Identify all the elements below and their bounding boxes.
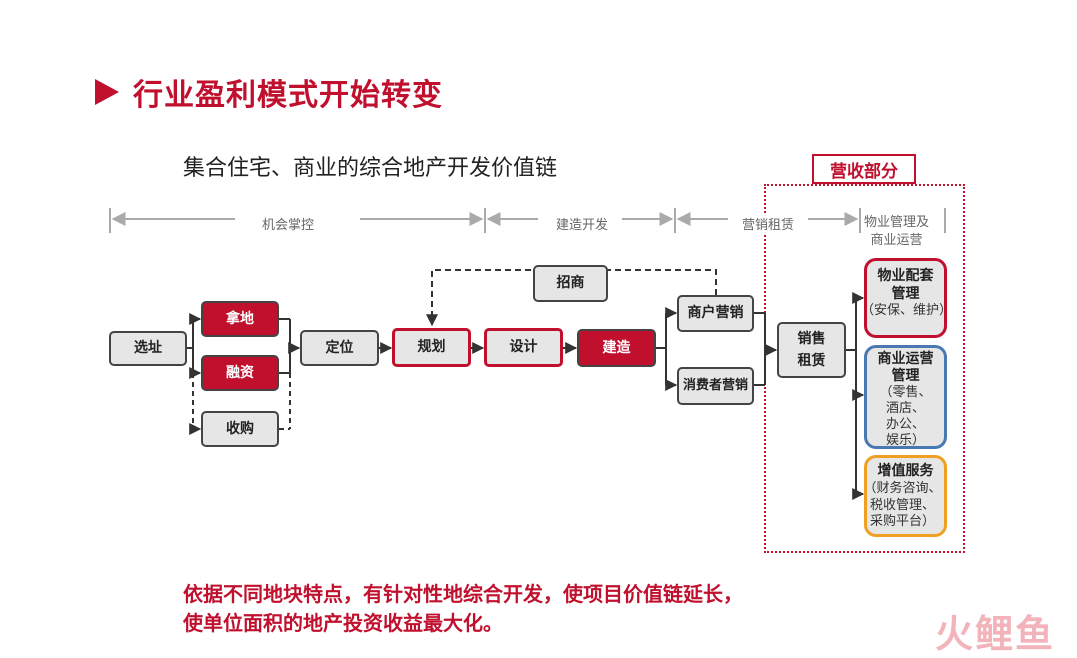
node-acquisition: 收购 <box>201 411 279 447</box>
node-land-acquisition: 拿地 <box>201 301 279 337</box>
property-management-detail: （安保、维护） <box>861 303 953 319</box>
node-construction: 建造 <box>577 329 656 367</box>
title-text: 行业盈利模式开始转变 <box>133 78 443 113</box>
watermark-logo: 火鲤鱼 <box>934 612 1055 656</box>
node-investment-attraction: 招商 <box>533 265 608 302</box>
op-box-value-added-services: 增值服务 （财务咨询、 税收管理、 采购平台） <box>863 455 947 537</box>
footer-line-2: 使单位面积的地产投资收益最大化。 <box>183 611 503 635</box>
node-financing: 融资 <box>201 355 279 391</box>
diagram-subtitle: 集合住宅、商业的综合地产开发价值链 <box>183 156 558 181</box>
node-design: 设计 <box>484 328 563 367</box>
phase-label-opportunity: 机会掌控 <box>258 214 319 233</box>
node-consumer-marketing: 消费者营销 <box>677 367 754 405</box>
node-planning: 规划 <box>392 328 471 367</box>
op-box-property-management: 物业配套 管理 （安保、维护） <box>861 258 953 338</box>
property-management-title: 物业配套 管理 <box>877 268 934 303</box>
commercial-operations-detail: （零售、 酒店、 办公、 娱乐） <box>879 385 932 448</box>
value-added-services-title: 增值服务 <box>877 463 934 479</box>
node-site-selection: 选址 <box>109 331 187 366</box>
phase-label-operations: 物业管理及 商业运营 <box>864 214 930 250</box>
sales-label: 销售 <box>797 330 826 347</box>
node-positioning: 定位 <box>300 330 379 366</box>
node-tenant-marketing: 商户营销 <box>677 295 754 332</box>
footer-summary: 依据不同地块特点，有针对性地综合开发，使项目价值链延长， 使单位面积的地产投资收… <box>183 580 743 638</box>
revenue-label: 营收部分 <box>812 154 916 184</box>
value-added-services-detail: （财务咨询、 税收管理、 采购平台） <box>863 480 942 530</box>
node-sales-leasing: 销售 租赁 <box>777 322 846 378</box>
triangle-bullet-icon <box>95 79 119 105</box>
slide-title: 行业盈利模式开始转变 <box>95 70 443 114</box>
phase-label-marketing: 营销租赁 <box>738 214 799 233</box>
commercial-operations-title: 商业运营 管理 <box>877 351 934 385</box>
footer-line-1: 依据不同地块特点，有针对性地综合开发，使项目价值链延长， <box>183 582 743 606</box>
leasing-label: 租赁 <box>797 353 826 369</box>
phase-label-construction: 建造开发 <box>552 214 613 233</box>
op-box-commercial-operations: 商业运营 管理 （零售、 酒店、 办公、 娱乐） <box>864 345 947 449</box>
